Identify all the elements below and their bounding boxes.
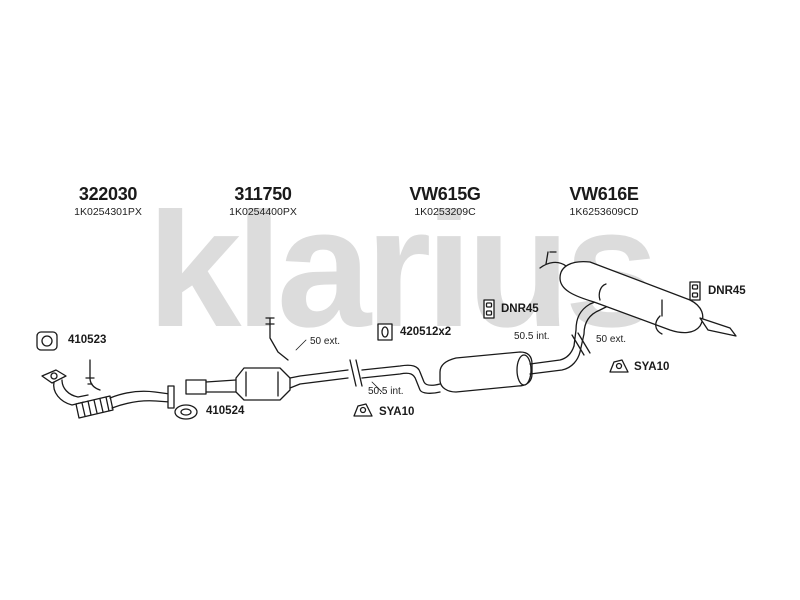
- part-number-rear-silencer[interactable]: VW616E: [569, 184, 639, 204]
- part-ref-catalyst: 1K0254400PX: [229, 206, 297, 218]
- gasket-code-410523[interactable]: 410523: [68, 334, 107, 346]
- gasket-code-410524[interactable]: 410524: [206, 405, 245, 417]
- leader-line-front-ext: [295, 339, 307, 351]
- part-ref-rear-silencer: 1K6253609CD: [569, 206, 639, 218]
- label-mid-int: 50.5 int.: [368, 386, 404, 397]
- leader-line-mid-int: [371, 381, 383, 393]
- rubber-hanger-icon[interactable]: [483, 299, 495, 319]
- clamp-code[interactable]: 420512x2: [400, 326, 452, 338]
- part-number-middle-silencer[interactable]: VW615G: [409, 184, 481, 204]
- part-number-downpipe[interactable]: 322030: [78, 184, 138, 204]
- flex-bellows-icon: [75, 395, 114, 419]
- hanger-code-rear[interactable]: DNR45: [708, 285, 746, 297]
- part-ref-middle-silencer: 1K0253209C: [414, 206, 476, 218]
- mounting-rubber-icon[interactable]: [353, 403, 373, 417]
- middle-silencer-drawing[interactable]: [361, 345, 581, 394]
- gasket-square-icon[interactable]: [36, 331, 58, 351]
- clamp-icon[interactable]: [377, 323, 393, 341]
- sya-code-mid[interactable]: SYA10: [379, 406, 415, 418]
- label-rear-ext: 50 ext.: [596, 334, 627, 345]
- part-number-catalyst[interactable]: 311750: [234, 184, 292, 204]
- rubber-hanger-icon-rear[interactable]: [689, 281, 701, 301]
- label-front-ext: 50 ext.: [310, 336, 341, 347]
- mounting-rubber-icon-rear[interactable]: [609, 359, 629, 373]
- downpipe-drawing[interactable]: [41, 359, 175, 419]
- gasket-oval-icon[interactable]: [174, 404, 198, 420]
- sya-code-rear[interactable]: SYA10: [634, 361, 670, 373]
- catalyst-drawing[interactable]: [185, 317, 349, 401]
- rear-silencer-drawing[interactable]: [539, 251, 737, 353]
- label-rear-int: 50.5 int.: [514, 331, 550, 342]
- cut-mark-rear: [571, 332, 591, 356]
- part-ref-downpipe: 1K0254301PX: [74, 206, 142, 218]
- hanger-code-mid[interactable]: DNR45: [501, 303, 539, 315]
- cut-mark-front: [349, 359, 363, 387]
